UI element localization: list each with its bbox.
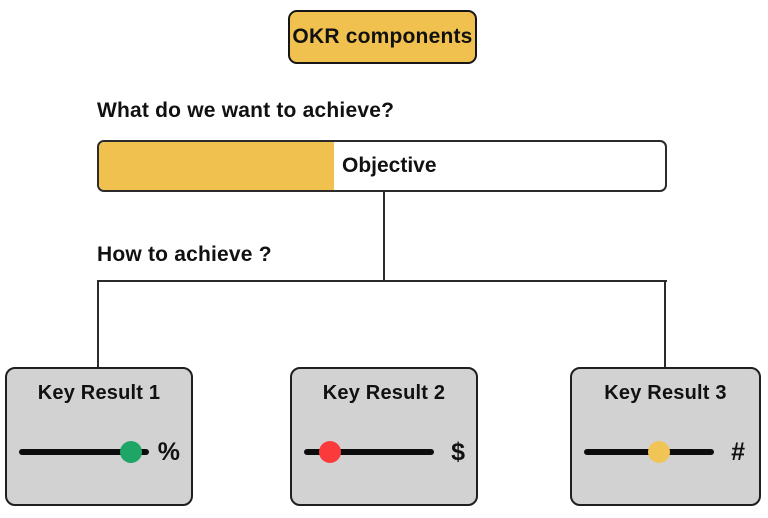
key-result-2-unit: $ bbox=[451, 438, 465, 466]
key-result-3-box: Key Result 3 # bbox=[570, 367, 761, 506]
key-result-2-slider-dot bbox=[319, 441, 341, 463]
diagram-title-box: OKR components bbox=[288, 10, 477, 64]
key-result-1-slider-track bbox=[19, 441, 149, 463]
objective-bar: Objective bbox=[97, 140, 667, 192]
key-result-3-unit: # bbox=[731, 438, 745, 466]
objective-label: Objective bbox=[342, 154, 437, 177]
key-result-2-box: Key Result 2 $ bbox=[290, 367, 478, 506]
key-results-question: How to achieve ? bbox=[97, 243, 272, 266]
objective-question: What do we want to achieve? bbox=[97, 99, 395, 122]
connector-branch-to-kr3 bbox=[664, 280, 666, 368]
key-result-2-slider-track bbox=[304, 441, 434, 463]
objective-progress-fill bbox=[99, 142, 334, 190]
key-result-1-label: Key Result 1 bbox=[37, 382, 161, 404]
key-result-1-unit: % bbox=[157, 438, 180, 466]
key-result-1-slider-dot bbox=[119, 441, 142, 463]
key-result-1-box: Key Result 1 % bbox=[5, 367, 193, 506]
connector-branch-to-kr1 bbox=[97, 280, 99, 368]
key-result-3-label: Key Result 3 bbox=[604, 382, 727, 404]
key-result-2-label: Key Result 2 bbox=[322, 382, 446, 404]
key-result-3-slider-track bbox=[584, 441, 714, 463]
diagram-title: OKR components bbox=[292, 25, 473, 48]
key-result-3-slider-dot bbox=[648, 441, 671, 463]
connector-objective-to-branch bbox=[383, 192, 385, 282]
connector-branch-line bbox=[97, 280, 667, 282]
